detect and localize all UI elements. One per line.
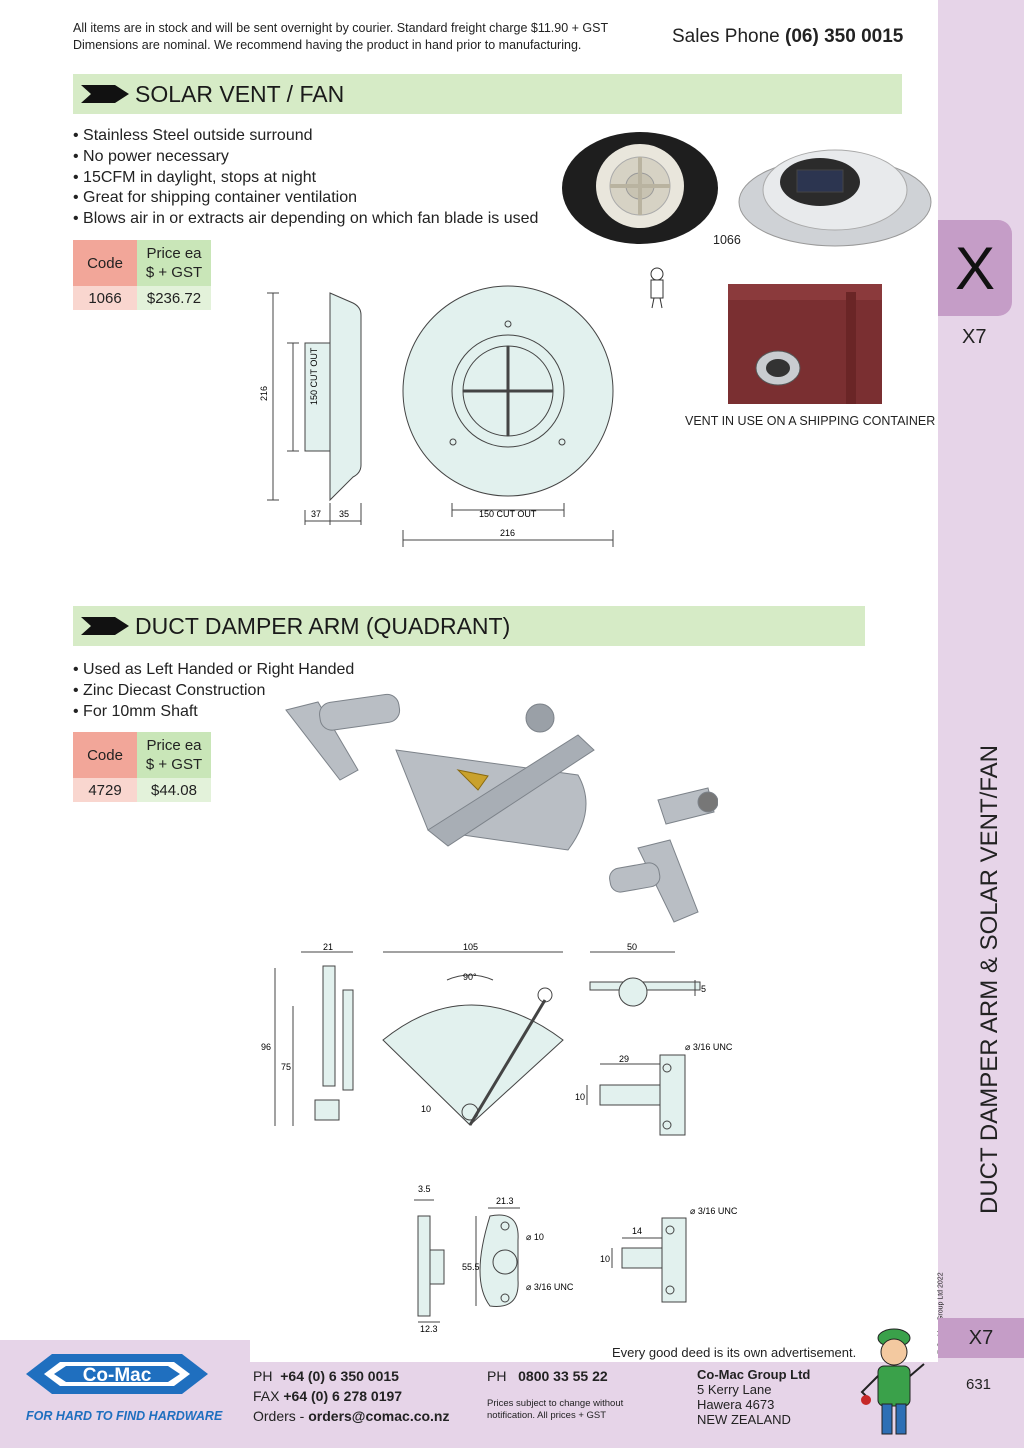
container-photo: [728, 284, 882, 404]
note-line-1: All items are in stock and will be sent …: [73, 21, 609, 35]
ph2-number[interactable]: 0800 33 55 22: [518, 1368, 608, 1384]
disclaimer: Prices subject to change without notific…: [487, 1398, 624, 1421]
arrow-icon: [81, 617, 129, 635]
dim-55-5: 55.5: [462, 1262, 480, 1272]
price-header: Price ea$ + GST: [137, 240, 211, 286]
page-number: 631: [966, 1376, 992, 1393]
dim-cutout-side: 150 CUT OUT: [309, 347, 319, 405]
list-item: Blows air in or extracts air depending o…: [73, 209, 538, 230]
dim-21-3: 21.3: [496, 1196, 514, 1206]
dim-37: 37: [311, 509, 321, 519]
sidebar-band: [938, 0, 1024, 1448]
dim-21: 21: [323, 942, 333, 952]
freephone-block: PH 0800 33 55 22: [487, 1366, 608, 1386]
code-header: Code: [73, 240, 137, 286]
ph2-label: PH: [487, 1368, 507, 1384]
damper-section-title: DUCT DAMPER ARM (QUADRANT): [135, 612, 511, 639]
mascot-icon: [650, 267, 664, 309]
dim-14: 14: [632, 1226, 642, 1236]
motto: Every good deed is its own advertisement…: [612, 1345, 857, 1360]
dim-cutout-front: 150 CUT OUT: [479, 509, 537, 519]
slogan: FOR HARD TO FIND HARDWARE: [26, 1409, 223, 1423]
dim-3-5: 3.5: [418, 1184, 431, 1194]
freight-note: All items are in stock and will be sent …: [73, 20, 608, 54]
bottom-section-tab: X7: [938, 1318, 1024, 1358]
fax-label: FAX: [253, 1388, 280, 1404]
dim-105: 105: [463, 942, 478, 952]
dim-unc-1: ⌀ 3/16 UNC: [685, 1042, 733, 1052]
code-header: Code: [73, 732, 137, 778]
solar-vent-back-photo: [562, 132, 718, 244]
bottom-section-code: X7: [968, 1326, 994, 1349]
dim-75: 75: [281, 1062, 291, 1072]
fax-number: +64 (0) 6 278 0197: [283, 1388, 403, 1404]
solar-section-header: SOLAR VENT / FAN: [73, 74, 902, 114]
list-item: Stainless Steel outside surround: [73, 126, 538, 147]
address-block: Co-Mac Group Ltd 5 Kerry Lane Hawera 467…: [697, 1367, 811, 1427]
dim-10a: 10: [421, 1104, 431, 1114]
damper-features: Used as Left Handed or Right Handed Zinc…: [73, 660, 354, 722]
mascot-icon: [860, 1328, 925, 1435]
damper-price-table: Code Price ea$ + GST 4729 $44.08: [73, 732, 211, 802]
list-item: Zinc Diecast Construction: [73, 681, 354, 702]
solar-section-title: SOLAR VENT / FAN: [135, 80, 345, 107]
arrow-icon: [81, 85, 129, 103]
section-code: X7: [962, 326, 987, 348]
dim-29: 29: [619, 1054, 629, 1064]
product-price: $44.08: [137, 778, 211, 802]
company-name: Co-Mac Group Ltd: [697, 1367, 811, 1382]
solar-vent-front-photo: [738, 149, 932, 247]
product-code: 4729: [73, 778, 137, 802]
product-price: $236.72: [137, 286, 211, 310]
damper-section-header: DUCT DAMPER ARM (QUADRANT): [73, 606, 865, 646]
section-letter: X: [954, 234, 996, 302]
dim-unc-2: ⌀ 3/16 UNC: [526, 1282, 574, 1292]
solar-vent-drawing: 216 150 CUT OUT 37 35 150 CUT OUT 216: [259, 285, 614, 547]
price-header: Price ea$ + GST: [137, 732, 211, 778]
list-item: No power necessary: [73, 147, 538, 168]
comac-logo[interactable]: Co-Mac: [22, 1346, 212, 1402]
dim-10d: 10: [600, 1254, 610, 1264]
list-item: Great for shipping container ventilation: [73, 188, 538, 209]
note-line-2: Dimensions are nominal. We recommend hav…: [73, 38, 582, 52]
solar-price-table: Code Price ea$ + GST 1066 $236.72: [73, 240, 211, 310]
orders-label: Orders -: [253, 1408, 305, 1424]
damper-drawing: 21 96 75 105 90° 10 50 5 29 ⌀ 3/16 UNC 1…: [261, 942, 733, 1136]
dim-96: 96: [261, 1042, 271, 1052]
dim-width: 216: [500, 528, 515, 538]
list-item: Used as Left Handed or Right Handed: [73, 660, 354, 681]
orders-email[interactable]: orders@comac.co.nz: [308, 1408, 450, 1424]
dim-12-3: 12.3: [420, 1324, 438, 1334]
dim-unc-3: ⌀ 3/16 UNC: [690, 1206, 738, 1216]
list-item: For 10mm Shaft: [73, 702, 354, 723]
section-tab[interactable]: X: [938, 220, 1012, 316]
dim-35: 35: [339, 509, 349, 519]
solar-features: Stainless Steel outside surround No powe…: [73, 126, 538, 230]
logo-text: Co-Mac: [83, 1365, 152, 1386]
container-caption: VENT IN USE ON A SHIPPING CONTAINER: [685, 414, 936, 428]
dim-50: 50: [627, 942, 637, 952]
solar-photo-label: 1066: [713, 233, 741, 247]
ph-number[interactable]: +64 (0) 6 350 0015: [280, 1368, 399, 1384]
sales-phone-label: Sales Phone: [672, 26, 780, 47]
damper-parts-drawing: 3.5 12.3 21.3 55.5 ⌀ 10 ⌀ 3/16 UNC 14 ⌀ …: [414, 1184, 738, 1334]
sales-phone: Sales Phone (06) 350 0015: [672, 26, 903, 48]
dim-5: 5: [701, 984, 706, 994]
dim-10b: 10: [575, 1092, 585, 1102]
damper-photo: [285, 693, 718, 923]
dim-10c: ⌀ 10: [526, 1232, 544, 1242]
dim-height: 216: [259, 386, 269, 401]
sales-phone-number[interactable]: (06) 350 0015: [785, 26, 904, 47]
contact-block: PH +64 (0) 6 350 0015 FAX +64 (0) 6 278 …: [253, 1366, 450, 1426]
ph-label: PH: [253, 1368, 273, 1384]
product-code: 1066: [73, 286, 137, 310]
vertical-page-title: DUCT DAMPER ARM & SOLAR VENT/FAN: [976, 745, 1003, 1214]
dim-90: 90°: [463, 972, 477, 982]
list-item: 15CFM in daylight, stops at night: [73, 168, 538, 189]
